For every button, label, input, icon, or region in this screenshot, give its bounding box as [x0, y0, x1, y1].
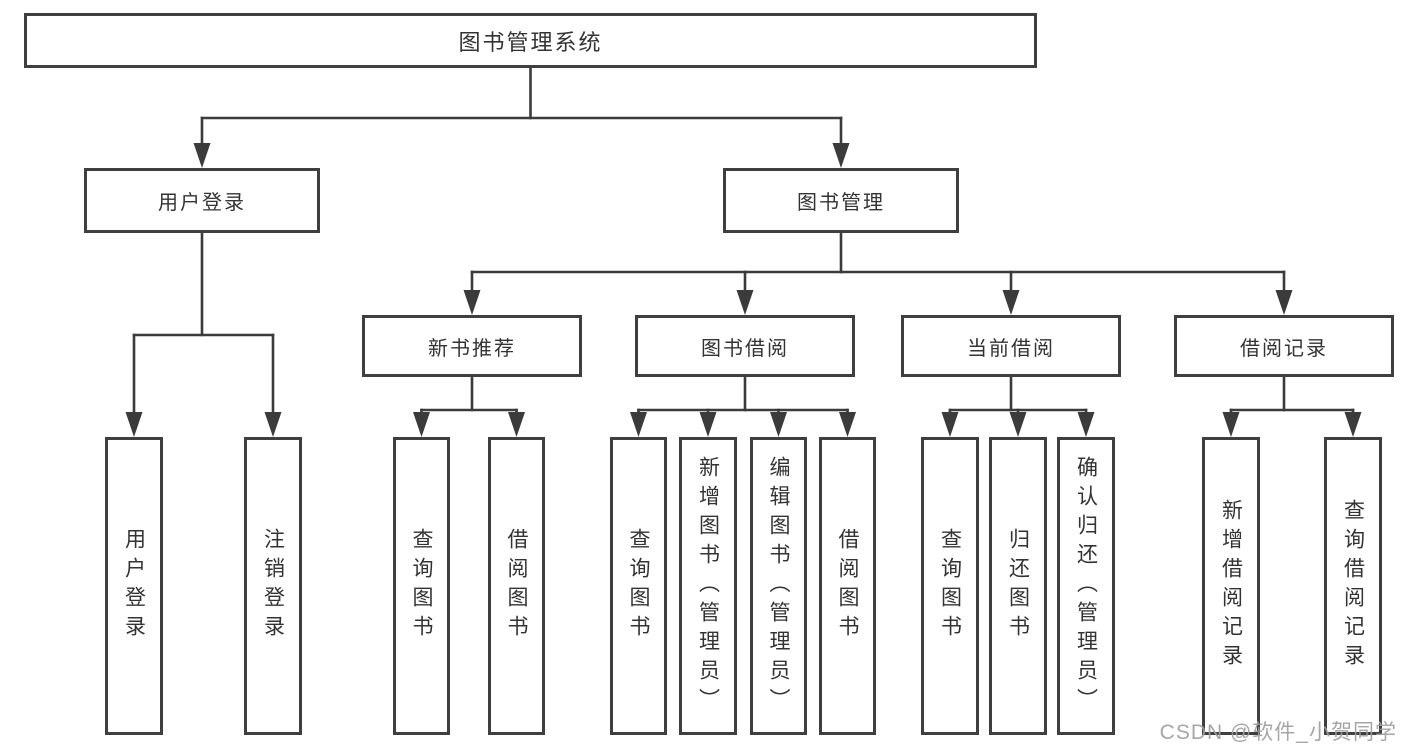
node-leaf-login: 用户登录	[105, 437, 163, 735]
node-book-borrow: 图书借阅	[635, 315, 855, 377]
node-leaf-bor-query: 查询图书	[610, 437, 667, 735]
node-label: 新书推荐	[428, 337, 516, 360]
node-book-mgmt: 图书管理	[723, 168, 959, 233]
node-label: 编辑图书（管理员）	[767, 455, 790, 717]
arrowhead-icon	[1002, 290, 1020, 315]
arrowhead-icon	[630, 412, 647, 437]
node-leaf-bor-edit: 编辑图书（管理员）	[750, 437, 807, 735]
arrowhead-icon	[413, 412, 430, 437]
node-label: 借阅记录	[1240, 337, 1328, 360]
arrowhead-icon	[941, 412, 959, 437]
arrowhead-icon	[1275, 290, 1293, 315]
node-label: 新增借阅记录	[1219, 499, 1243, 673]
arrowhead-icon	[1077, 412, 1095, 437]
node-leaf-logout: 注销登录	[244, 437, 302, 735]
node-label: 图书借阅	[701, 337, 789, 360]
node-current-borrow: 当前借阅	[901, 315, 1121, 377]
node-label: 归还图书	[1006, 528, 1030, 644]
node-leaf-rec-query: 查询图书	[393, 437, 450, 735]
node-borrow-record: 借阅记录	[1174, 315, 1394, 377]
node-leaf-cur-return: 归还图书	[989, 437, 1047, 735]
arrowhead-icon	[1009, 412, 1027, 437]
node-root: 图书管理系统	[24, 13, 1037, 68]
node-new-book-rec: 新书推荐	[362, 315, 582, 377]
node-label: 当前借阅	[967, 337, 1055, 360]
node-leaf-hist-add: 新增借阅记录	[1202, 437, 1260, 735]
node-user-login: 用户登录	[84, 168, 320, 233]
arrowhead-icon	[832, 143, 850, 168]
arrowhead-icon	[699, 412, 717, 437]
arrowhead-icon	[463, 290, 481, 315]
arrowhead-icon	[1222, 412, 1240, 437]
node-label: 图书管理系统	[458, 29, 603, 55]
node-leaf-bor-add: 新增图书（管理员）	[679, 437, 737, 735]
node-label: 用户登录	[158, 192, 246, 214]
node-label: 用户登录	[122, 528, 146, 644]
node-label: 新增图书（管理员）	[696, 455, 720, 717]
arrowhead-icon	[736, 290, 754, 315]
arrowhead-icon	[264, 412, 282, 437]
node-label: 查询图书	[938, 528, 962, 644]
node-leaf-cur-query: 查询图书	[921, 437, 979, 735]
node-label: 借阅图书	[505, 528, 528, 644]
watermark: CSDN @软件_小贺同学	[1159, 721, 1397, 744]
node-label: 查询图书	[627, 528, 650, 644]
node-label: 查询图书	[410, 528, 433, 644]
node-leaf-hist-query: 查询借阅记录	[1324, 437, 1382, 735]
node-label: 注销登录	[261, 528, 285, 644]
node-label: 借阅图书	[836, 528, 859, 644]
node-leaf-rec-borrow: 借阅图书	[488, 437, 545, 735]
node-leaf-cur-confirm: 确认归还（管理员）	[1057, 437, 1115, 735]
node-label: 图书管理	[797, 192, 885, 214]
arrowhead-icon	[125, 412, 143, 437]
arrowhead-icon	[770, 412, 787, 437]
node-label: 查询借阅记录	[1341, 499, 1365, 673]
arrowhead-icon	[839, 412, 856, 437]
arrowhead-icon	[508, 412, 525, 437]
arrowhead-icon	[1344, 412, 1362, 437]
arrowhead-icon	[193, 143, 211, 168]
node-label: 确认归还（管理员）	[1074, 455, 1098, 717]
node-leaf-bor-borrow: 借阅图书	[819, 437, 876, 735]
